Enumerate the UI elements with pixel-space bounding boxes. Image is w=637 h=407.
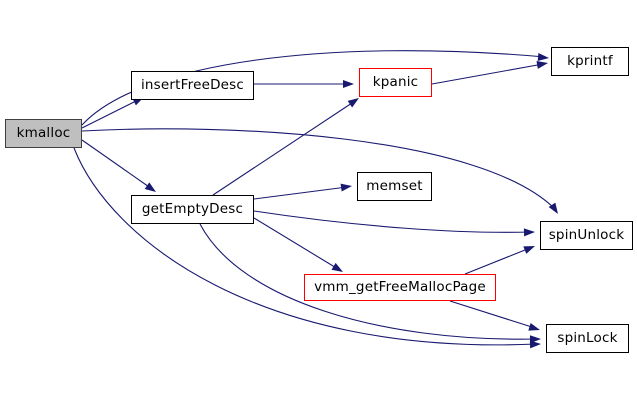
call-edge xyxy=(253,186,348,200)
edge-arrowhead xyxy=(548,202,558,214)
edge-arrowhead xyxy=(536,60,548,69)
graph-node-label: spinUnlock xyxy=(548,226,625,243)
edge-arrowhead xyxy=(529,335,541,344)
graph-node-spinUnlock[interactable]: spinUnlock xyxy=(540,221,633,250)
graph-node-getEmptyDesc[interactable]: getEmptyDesc xyxy=(131,195,254,224)
graph-node-memset[interactable]: memset xyxy=(357,172,432,201)
graph-node-kprintf[interactable]: kprintf xyxy=(551,47,629,76)
edge-arrowhead xyxy=(343,80,354,88)
edge-arrowhead xyxy=(340,183,352,192)
call-edge xyxy=(253,210,531,233)
graph-node-vmm_getFreeMallocPage[interactable]: vmm_getFreeMallocPage xyxy=(304,274,496,301)
call-edge xyxy=(431,63,544,85)
call-edge xyxy=(212,100,356,196)
graph-node-label: insertFreeDesc xyxy=(140,76,245,93)
graph-node-label: kmalloc xyxy=(16,124,71,141)
graph-node-spinLock[interactable]: spinLock xyxy=(546,324,629,353)
graph-node-label: spinLock xyxy=(557,329,618,346)
graph-node-label: kprintf xyxy=(567,52,613,69)
edge-arrowhead xyxy=(523,246,535,254)
call-edge xyxy=(73,147,537,346)
call-edge xyxy=(449,300,536,329)
graph-node-label: memset xyxy=(366,177,423,194)
edge-arrowhead xyxy=(528,322,540,331)
edge-arrowhead xyxy=(144,182,156,192)
call-edge xyxy=(81,139,153,190)
graph-node-kmalloc[interactable]: kmalloc xyxy=(5,119,82,148)
call-edge xyxy=(464,247,531,275)
graph-node-insertFreeDesc[interactable]: insertFreeDesc xyxy=(131,71,254,100)
graph-node-kpanic[interactable]: kpanic xyxy=(359,68,432,97)
edge-arrowhead xyxy=(537,53,549,62)
call-edge xyxy=(253,217,339,270)
graph-node-label: vmm_getFreeMallocPage xyxy=(314,278,486,295)
edge-arrowhead xyxy=(523,228,535,237)
graph-node-label: getEmptyDesc xyxy=(141,200,244,217)
call-edge xyxy=(81,98,141,129)
graph-node-label: kpanic xyxy=(372,73,419,90)
edge-arrowhead xyxy=(529,340,541,349)
